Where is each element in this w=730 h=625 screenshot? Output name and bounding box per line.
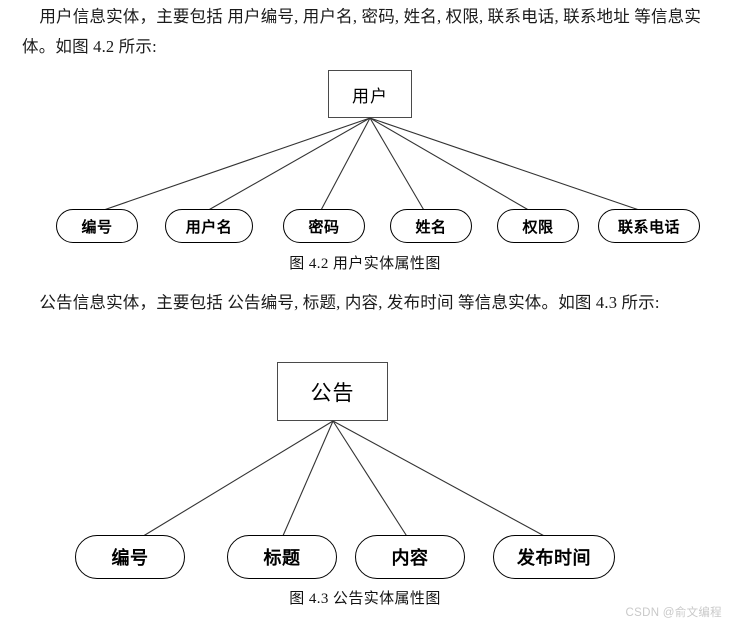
csdn-watermark: CSDN @俞文编程: [625, 607, 722, 619]
attribute-node-notice-0[interactable]: 编号: [75, 535, 185, 579]
figure-caption-4-2: 图 4.2 用户实体属性图: [289, 256, 441, 272]
attribute-node-notice-1[interactable]: 标题: [227, 535, 337, 579]
attribute-node-notice-3[interactable]: 发布时间: [493, 535, 615, 579]
attribute-node-user-4[interactable]: 权限: [497, 209, 579, 243]
user-entity-paragraph: 用户信息实体，主要包括 用户编号, 用户名, 密码, 姓名, 权限, 联系电话,…: [22, 7, 702, 56]
attribute-node-user-5[interactable]: 联系电话: [598, 209, 700, 243]
figure-caption-4-3: 图 4.3 公告实体属性图: [289, 591, 441, 607]
attribute-node-user-3[interactable]: 姓名: [390, 209, 472, 243]
attribute-node-notice-2[interactable]: 内容: [355, 535, 465, 579]
entity-box-user[interactable]: 用户: [328, 70, 412, 118]
attribute-node-user-0[interactable]: 编号: [56, 209, 138, 243]
attribute-node-user-1[interactable]: 用户名: [165, 209, 253, 243]
entity-box-notice[interactable]: 公告: [277, 362, 388, 421]
attribute-node-user-2[interactable]: 密码: [283, 209, 365, 243]
notice-entity-paragraph: 公告信息实体，主要包括 公告编号, 标题, 内容, 发布时间 等信息实体。如图 …: [22, 293, 660, 312]
